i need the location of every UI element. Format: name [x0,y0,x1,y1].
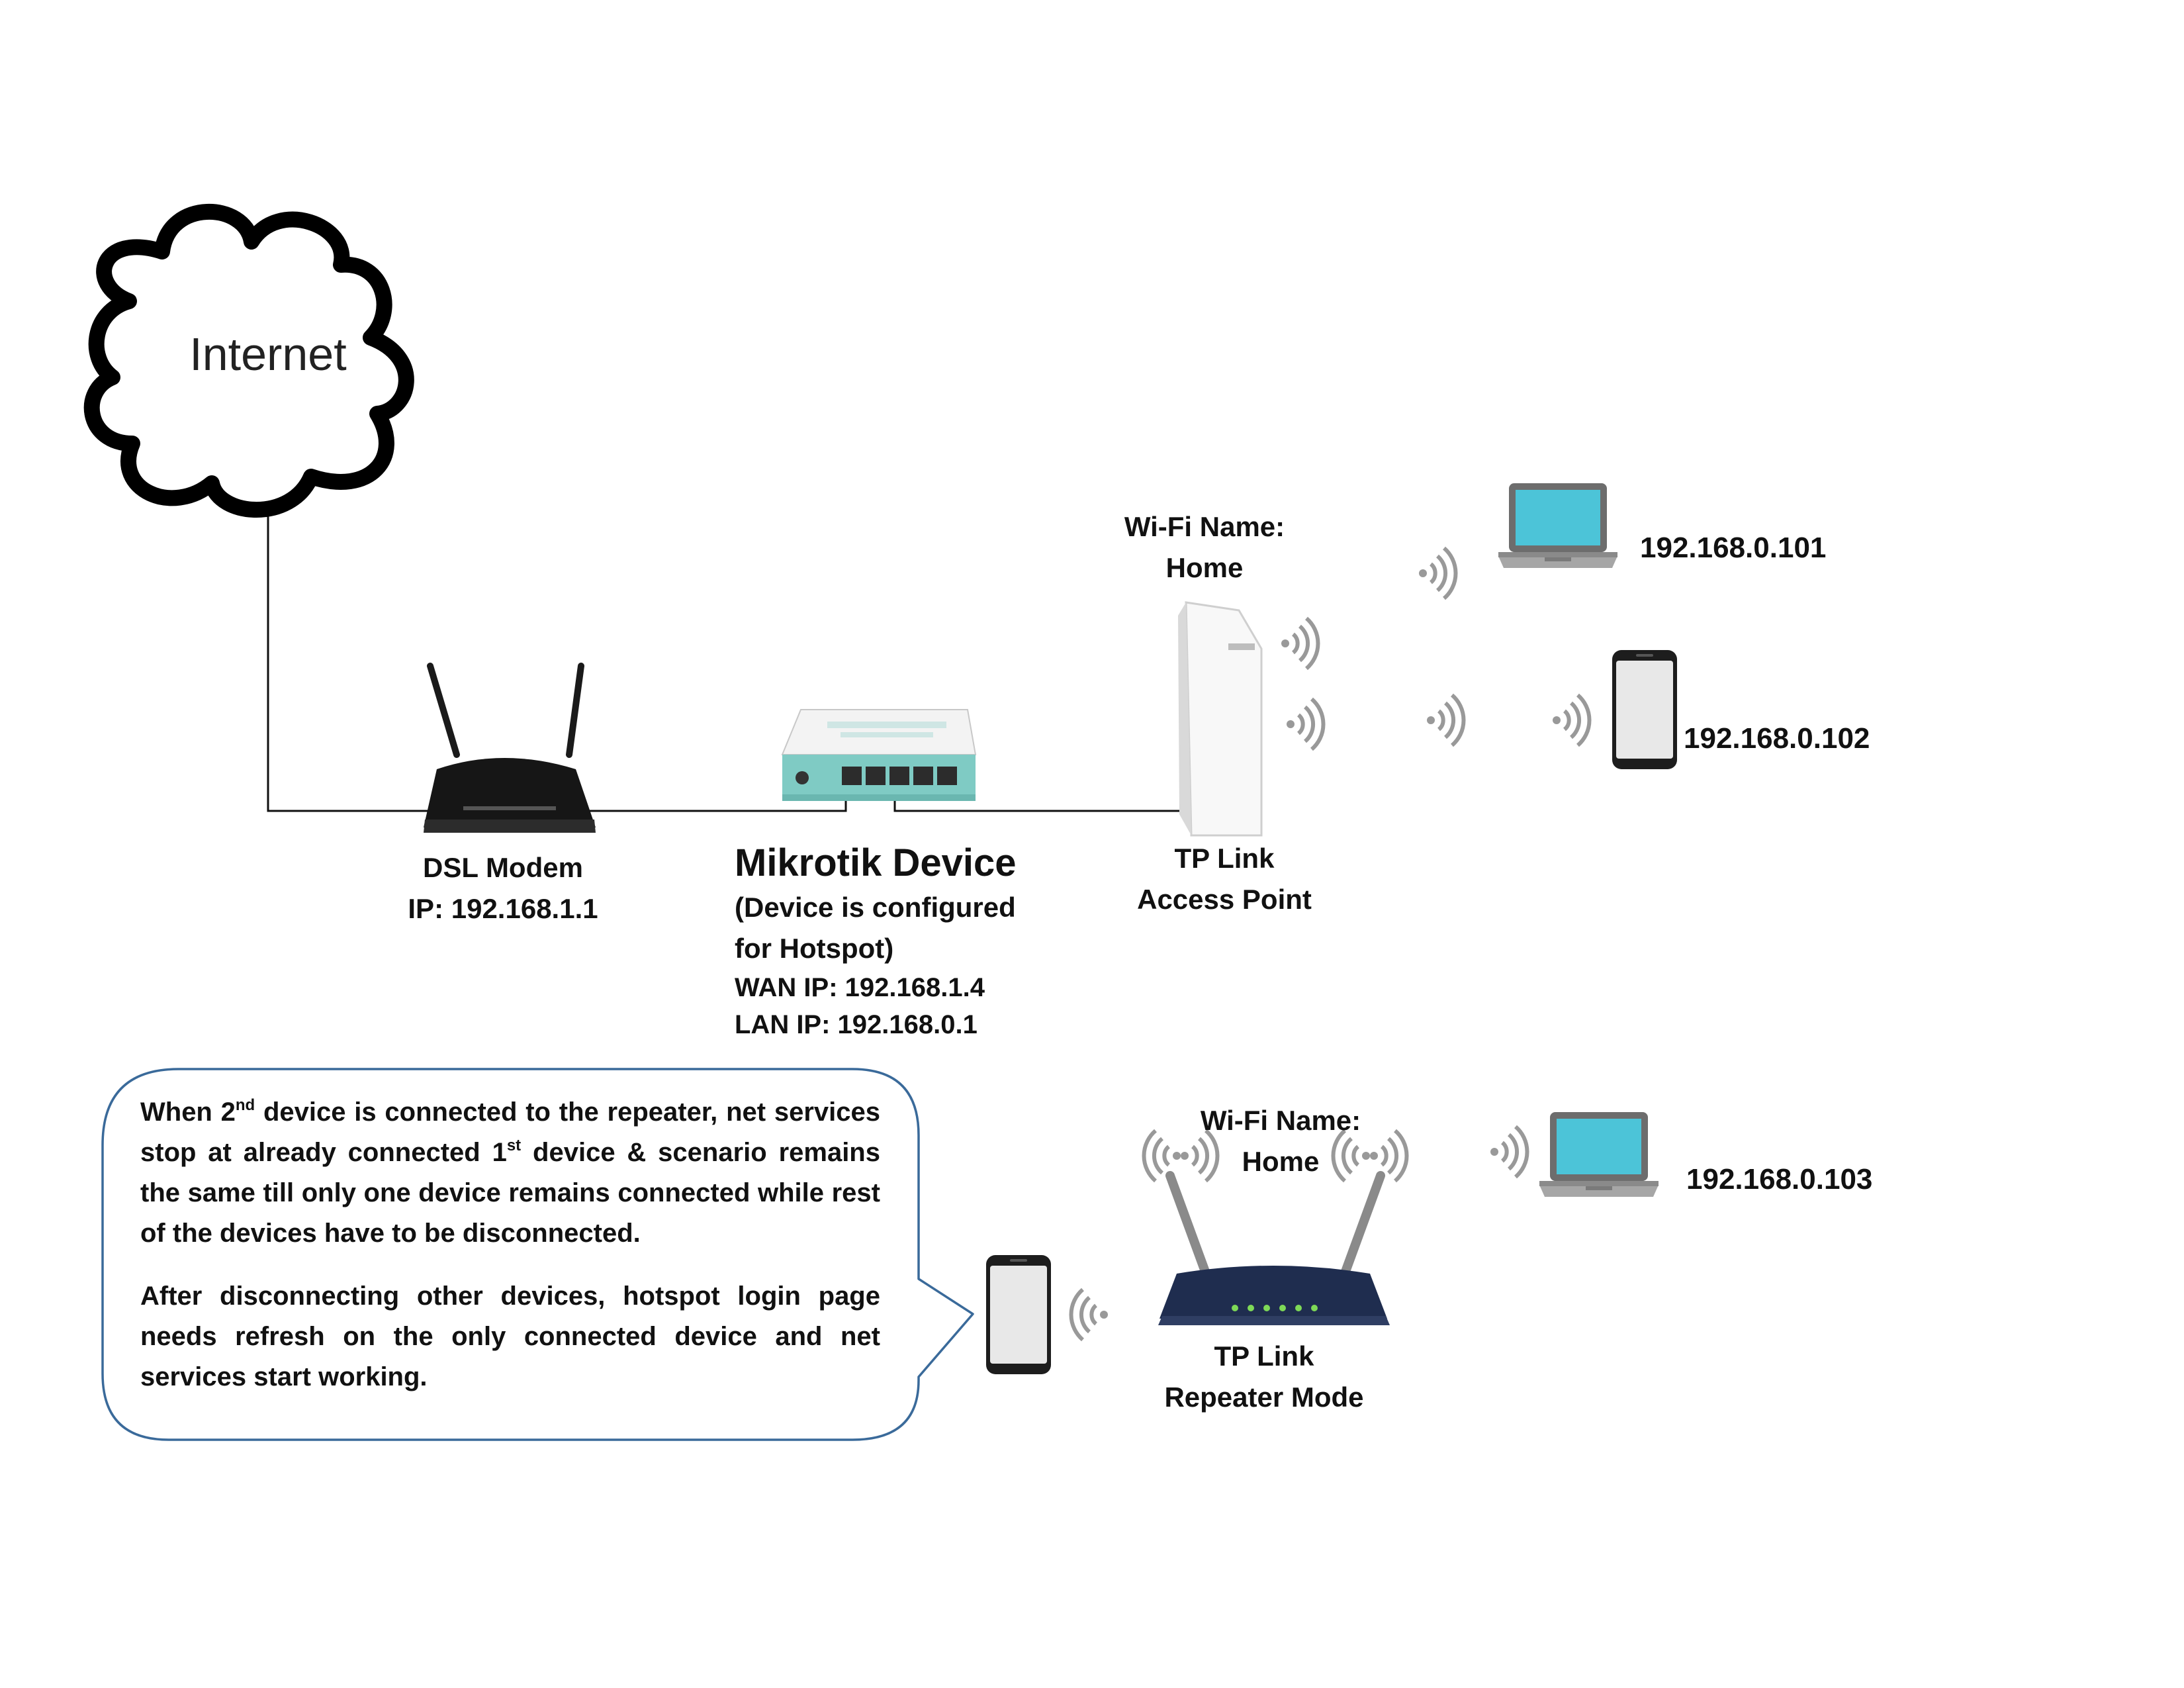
cloud-icon [83,203,414,518]
access-point-name-line2: Access Point [1137,884,1312,915]
repeater-wifi-title: Wi-Fi Name: [1200,1105,1361,1136]
mikrotik-router-icon [781,709,977,801]
laptop-1-ip: 192.168.0.101 [1640,532,1827,564]
dsl-modem-name: DSL Modem [423,852,583,883]
access-point-name-line1: TP Link [1174,843,1275,874]
callout-p1-mid: device is connected to the repeater, net… [140,1098,880,1167]
callout-bubble [101,1068,974,1441]
wifi-signal-icon [1287,699,1324,749]
callout-paragraph-2: After disconnecting other devices, hotsp… [140,1282,880,1391]
dsl-modem-label: DSL Modem IP: 192.168.1.1 [371,847,635,929]
laptop-icon [1498,483,1617,568]
repeater-name-line1: TP Link [1214,1340,1314,1372]
internet-label: Internet [189,328,347,380]
access-point-wifi-label: Wi-Fi Name: Home [1099,506,1310,588]
callout-p1-sup1: nd [235,1096,255,1114]
wifi-signal-icon [1553,695,1590,745]
wifi-signal-icon [1144,1131,1181,1181]
repeater-label: TP Link Repeater Mode [1132,1336,1396,1418]
callout-p1-pre: When 2 [140,1098,236,1127]
laptop-icon [1539,1112,1659,1197]
mikrotik-wan-ip: WAN IP: 192.168.1.4 [735,973,985,1002]
access-point-wifi-title: Wi-Fi Name: [1124,511,1285,542]
wifi-signal-icon [1071,1289,1108,1340]
dsl-modem-icon [424,663,596,833]
repeater-wifi-name: Home [1242,1146,1320,1177]
access-point-wifi-name: Home [1165,552,1244,583]
callout-p1-post: device & scenario remains the same till … [140,1138,880,1248]
wifi-signal-icon [1281,618,1318,669]
callout-p1-sup2: st [506,1137,522,1154]
phone-1-ip: 192.168.0.102 [1684,722,1870,755]
smartphone-icon [1612,650,1677,769]
callout-text: When 2nd device is connected to the repe… [140,1092,880,1420]
connection-lines [267,502,1191,812]
repeater-name-line2: Repeater Mode [1164,1382,1364,1413]
repeater-wifi-label: Wi-Fi Name: Home [1178,1100,1383,1182]
wifi-signal-icon [1419,548,1456,598]
access-point-icon [1178,601,1263,837]
dsl-modem-ip: IP: 192.168.1.1 [408,893,598,924]
wifi-signal-icon [1427,695,1464,745]
access-point-label: TP Link Access Point [1112,838,1337,920]
callout-paragraph-1: When 2nd device is connected to the repe… [140,1092,880,1254]
mikrotik-name: Mikrotik Device [735,841,1017,884]
laptop-2-ip: 192.168.0.103 [1686,1163,1873,1196]
mikrotik-label: Mikrotik Device (Device is configured fo… [735,839,1105,1043]
mikrotik-lan-ip: LAN IP: 192.168.0.1 [735,1010,978,1039]
mikrotik-note-line2: for Hotspot) [735,933,894,964]
repeater-router-icon [1158,1171,1390,1325]
smartphone-icon [986,1255,1051,1374]
mikrotik-note-line1: (Device is configured [735,892,1016,923]
wifi-signal-icon [1490,1127,1527,1177]
